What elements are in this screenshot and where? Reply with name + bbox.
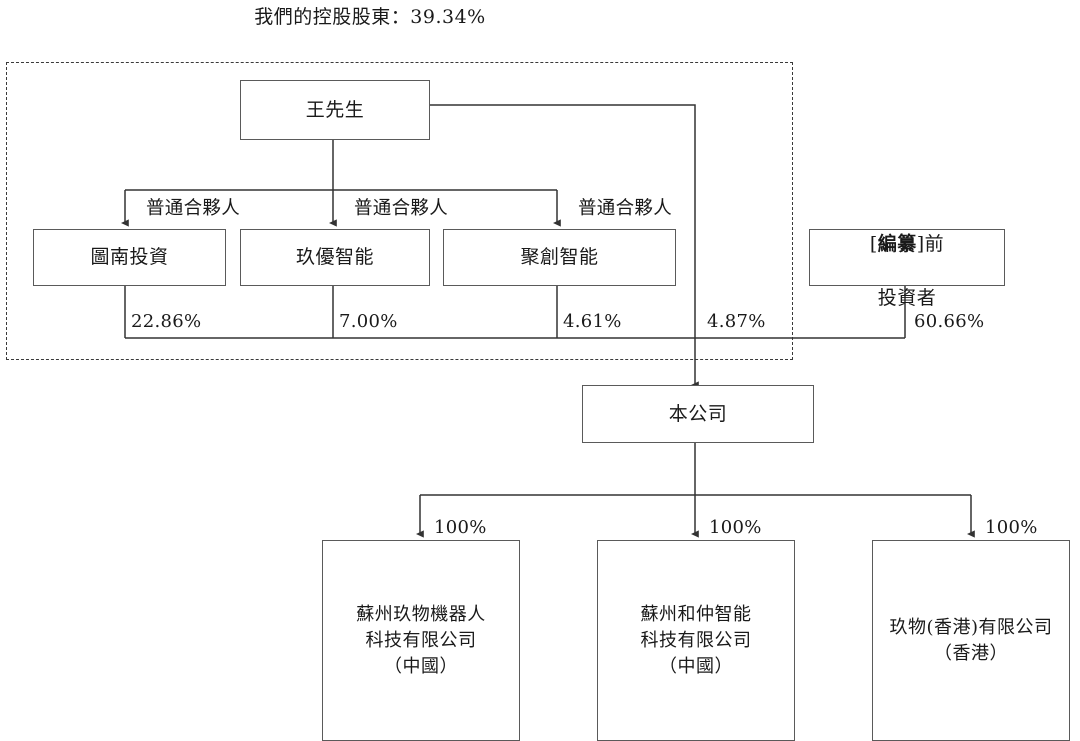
edge-label-stake-juchuang: 4.61% [563,311,622,332]
node-juchuang-intelligence[interactable]: 聚創智能 [443,229,676,286]
edge-label-stake-jiuwu-hongkong: 100% [985,517,1038,538]
pre-ipo-bracket-close: ]前 [916,232,945,255]
node-tunan-investment[interactable]: 圖南投資 [33,229,226,286]
pre-ipo-bracket-open: [ [869,232,878,255]
node-pre-ipo-investors-label: [編纂]前 投資者 [870,204,944,312]
chart-title-text: 我們的控股股東：39.34% [254,6,486,28]
edge-label-stake-jiuyou: 7.00% [339,311,398,332]
chart-title: 我們的控股股東：39.34% [0,2,1080,32]
pre-ipo-investors-line2: 投資者 [877,286,937,309]
node-mr-wang[interactable]: 王先生 [240,80,430,140]
edge-label-gp-jiuyou: 普通合夥人 [354,198,449,219]
node-suzhou-hezhong-label: 蘇州和仲智能 科技有限公司 （中國） [640,603,752,677]
edge-label-stake-suzhou-jiuwu-robot: 100% [434,517,487,538]
edge-label-stake-tunan: 22.86% [131,311,202,332]
node-the-company-label: 本公司 [668,402,728,425]
node-jiuwu-hongkong-label: 玖物(香港)有限公司 （香港） [889,616,1053,664]
node-suzhou-jiuwu-robot-label: 蘇州玖物機器人 科技有限公司 （中國） [356,603,486,677]
pre-ipo-redacted-term: 編纂 [877,232,917,255]
controlling-shareholder-group-region [6,62,793,360]
edge-label-stake-mr-wang-direct: 4.87% [707,311,766,332]
edge-label-stake-pre-ipo-investors: 60.66% [914,311,985,332]
edge-label-stake-suzhou-hezhong: 100% [709,517,762,538]
edge-label-gp-juchuang: 普通合夥人 [578,198,673,219]
node-mr-wang-label: 王先生 [305,98,365,121]
node-juchuang-intelligence-label: 聚創智能 [520,246,599,268]
node-jiuwu-hongkong[interactable]: 玖物(香港)有限公司 （香港） [872,540,1070,741]
node-pre-ipo-investors[interactable]: [編纂]前 投資者 [809,229,1005,309]
node-the-company[interactable]: 本公司 [582,385,814,443]
node-tunan-investment-label: 圖南投資 [90,246,169,268]
edge-label-gp-tunan: 普通合夥人 [146,198,241,219]
node-jiuyou-intelligence-label: 玖優智能 [295,246,374,268]
node-suzhou-hezhong[interactable]: 蘇州和仲智能 科技有限公司 （中國） [597,540,795,741]
node-suzhou-jiuwu-robot[interactable]: 蘇州玖物機器人 科技有限公司 （中國） [322,540,520,741]
node-jiuyou-intelligence[interactable]: 玖優智能 [240,229,430,286]
